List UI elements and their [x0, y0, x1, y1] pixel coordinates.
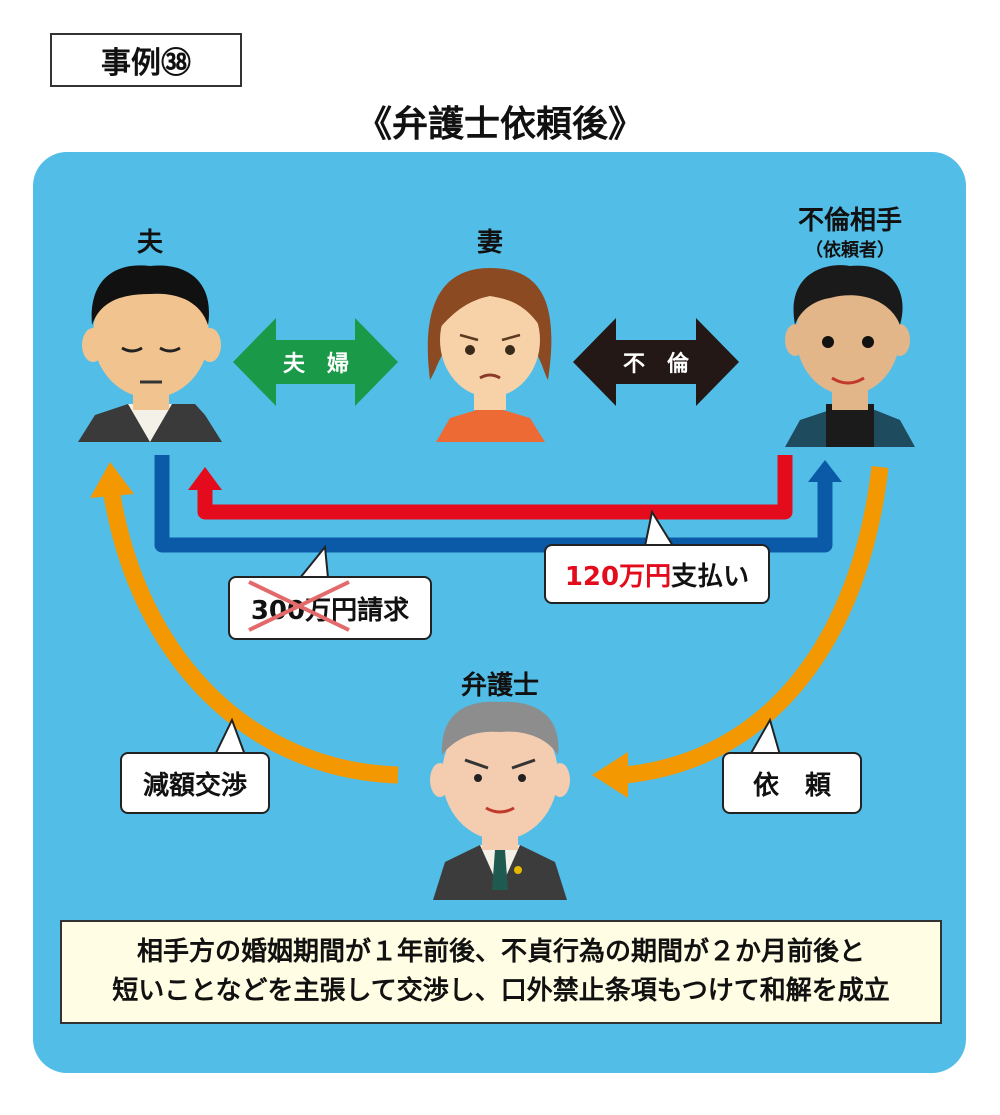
payment-suffix: 支払い	[671, 561, 750, 592]
negotiation-arrowhead	[90, 462, 134, 498]
wife-illustration	[427, 268, 552, 442]
couple-arrow	[233, 318, 398, 406]
claim-callout: 300万円 請求	[228, 576, 432, 640]
partner-note: （依頼者）	[805, 240, 895, 261]
negotiation-arrow	[103, 493, 399, 784]
page-title: 《弁護士依頼後》	[355, 104, 644, 145]
request-arrowhead	[592, 752, 628, 798]
negotiation-callout: 減額交渉	[120, 752, 270, 814]
case-label: 事例㊳	[50, 33, 242, 87]
summary-line-2: 短いことなどを主張して交渉し、口外禁止条項もつけて和解を成立	[112, 976, 890, 1006]
affair-arrow	[573, 318, 739, 406]
partner-label: 不倫相手	[797, 206, 902, 236]
couple-arrow-label: 夫 婦	[282, 352, 349, 377]
claim-amount-struck: 300万円	[247, 579, 357, 632]
claim-suffix: 請求	[357, 595, 410, 626]
payment-callout: 120万円支払い	[544, 544, 770, 604]
wife-label: 妻	[476, 228, 503, 258]
payment-arrowhead	[188, 467, 222, 490]
payment-amount: 120万円	[564, 561, 672, 592]
summary-line-1: 相手方の婚姻期間が１年前後、不貞行為の期間が２か月前後と	[136, 937, 865, 967]
claim-arrowhead	[808, 460, 842, 482]
affair-arrow-label: 不 倫	[622, 352, 689, 377]
payment-line	[197, 455, 793, 520]
husband-label: 夫	[136, 228, 163, 258]
request-arrow	[624, 466, 889, 784]
claim-line	[154, 455, 833, 553]
request-callout: 依 頼	[722, 752, 862, 814]
summary-note: 相手方の婚姻期間が１年前後、不貞行為の期間が２か月前後と 短いことなどを主張して…	[60, 920, 942, 1024]
lawyer-illustration	[430, 701, 570, 900]
partner-illustration	[785, 265, 915, 447]
husband-illustration	[78, 265, 222, 442]
strike-cross-icon	[247, 579, 350, 632]
lawyer-label: 弁護士	[460, 671, 539, 701]
